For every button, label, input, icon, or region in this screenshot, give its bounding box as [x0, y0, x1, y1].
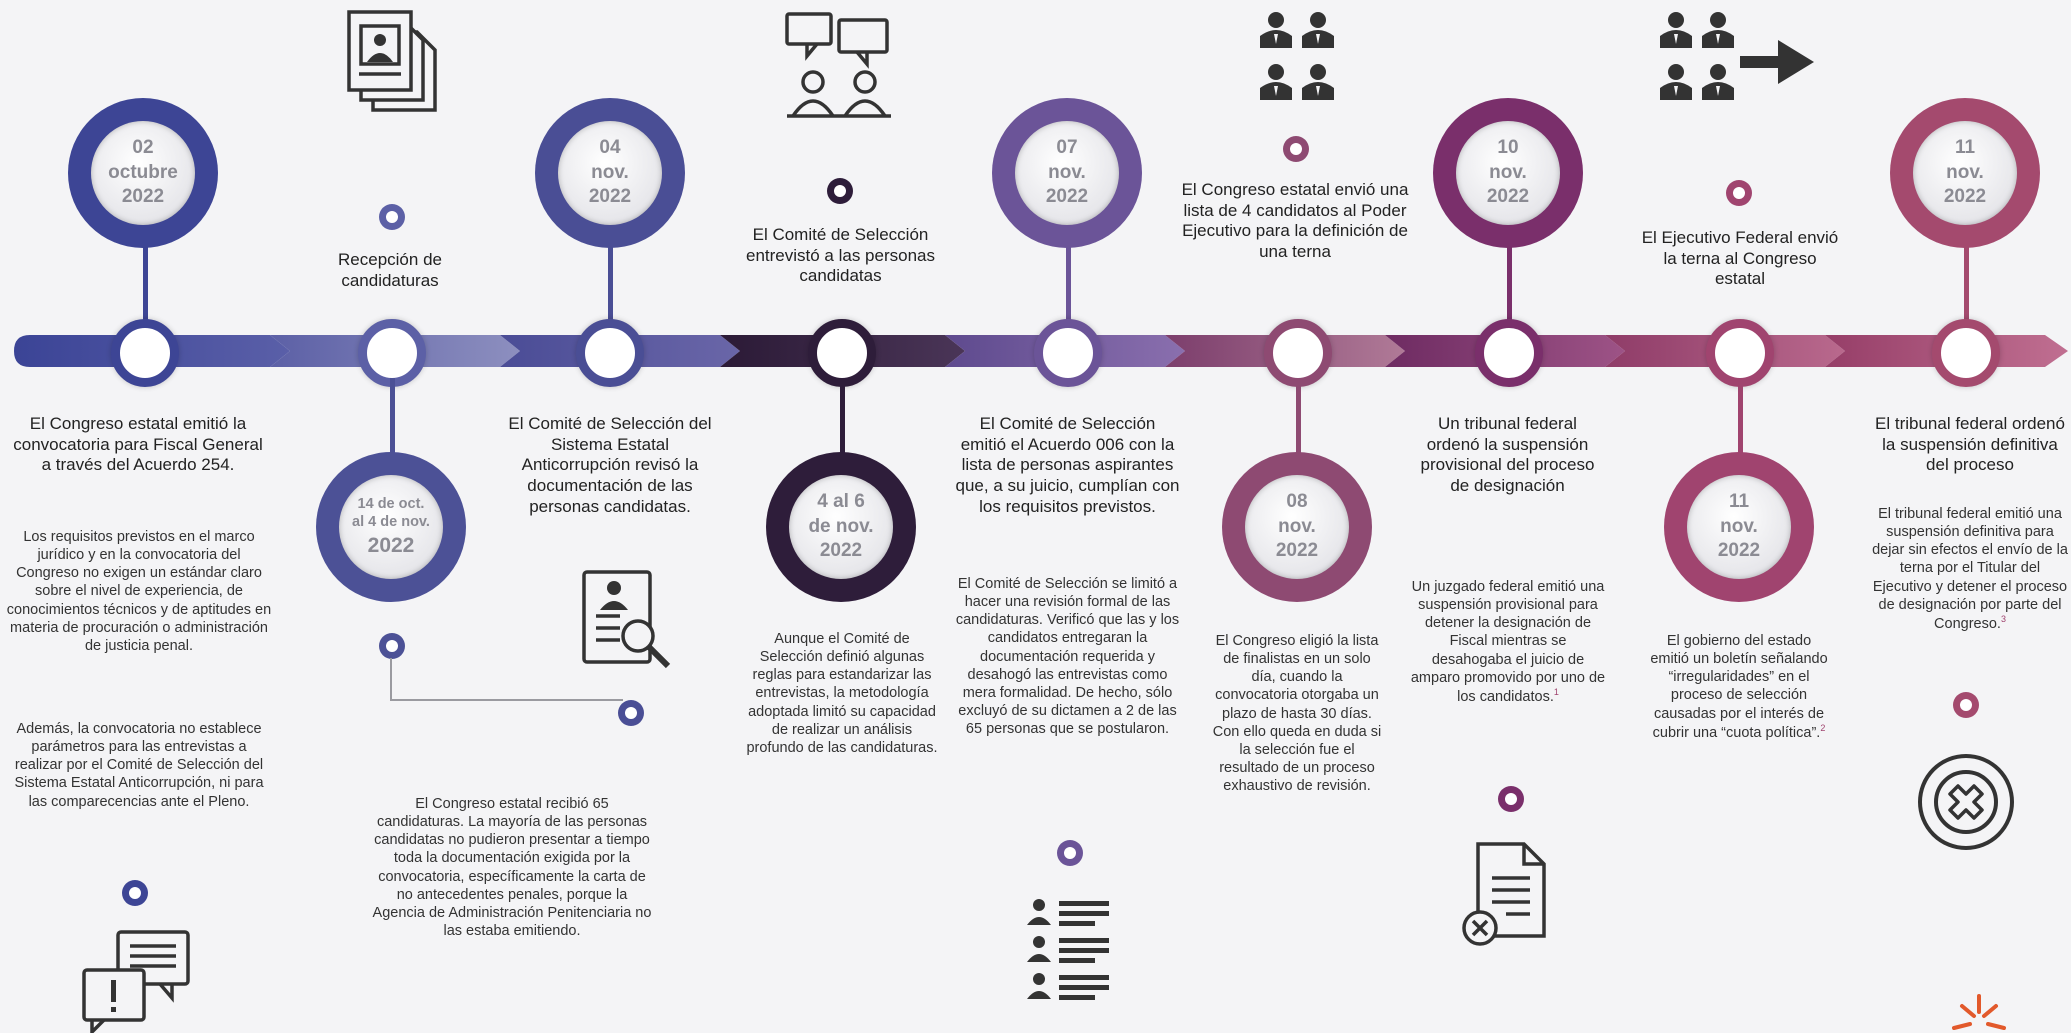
date-label: 14 de oct.al 4 de nov.2022 — [339, 475, 443, 579]
timeline-node — [358, 319, 426, 387]
event-detail: Los requisitos previstos en el marco jur… — [6, 529, 272, 654]
event-detail: El tribunal federal emitió una suspensió… — [1872, 506, 2068, 632]
event-marker-dot — [1057, 840, 1083, 866]
event-headline: El Comité de Selección del Sistema Estat… — [508, 414, 712, 516]
timeline-node — [111, 319, 179, 387]
connector-line — [1738, 378, 1743, 458]
connector-line — [1507, 245, 1512, 340]
event-marker-dot — [379, 633, 405, 659]
connector-bracket — [390, 658, 623, 701]
connector-line — [390, 378, 395, 458]
interview-icon — [785, 12, 891, 118]
timeline-node — [1706, 319, 1774, 387]
date-circle: 14 de oct.al 4 de nov.2022 — [316, 452, 466, 602]
event-detail: El Congreso estatal recibió 65 candidatu… — [372, 796, 652, 939]
timeline-node — [576, 319, 644, 387]
event-marker-dot — [379, 204, 405, 230]
event-headline: El Comité de Selección entrevistó a las … — [746, 225, 935, 286]
event-detail: Un juzgado federal emitió una suspensión… — [1410, 579, 1606, 705]
event-marker-dot — [1726, 180, 1752, 206]
people-arrow-icon — [1660, 12, 1814, 100]
event-detail: El gobierno del estado emitió un boletín… — [1650, 633, 1828, 741]
timeline-node — [808, 319, 876, 387]
event-detail: El Congreso eligió la lista de finalista… — [1212, 633, 1382, 794]
event-detail: El Comité de Selección se limitó a hacer… — [955, 576, 1180, 737]
cancel-circle-icon — [1918, 754, 2014, 850]
event-marker-dot — [1953, 692, 1979, 718]
timeline-node — [1034, 319, 1102, 387]
event-marker-dot — [1498, 786, 1524, 812]
connector-line — [143, 245, 148, 340]
footnote-ref: 1 — [1553, 686, 1559, 697]
connector-line — [1964, 245, 1969, 340]
connector-line — [608, 245, 613, 340]
event-headline: Un tribunal federal ordenó la suspensión… — [1420, 414, 1595, 496]
footnote-ref: 2 — [1820, 722, 1826, 733]
connector-line — [840, 378, 845, 458]
people-list-icon — [1027, 899, 1109, 1000]
alert-chat-icon — [82, 930, 190, 1033]
four-people-icon — [1260, 12, 1334, 100]
event-detail: Aunque el Comité de Selección definió al… — [746, 631, 938, 756]
event-headline: El Ejecutivo Federal envió la terna al C… — [1641, 228, 1839, 289]
timeline-node — [1475, 319, 1543, 387]
event-detail: Además, la convocatoria no establece par… — [14, 721, 264, 810]
timeline-node — [1264, 319, 1332, 387]
event-headline: El Comité de Selección emitió el Acuerdo… — [955, 414, 1180, 516]
resume-documents-icon — [347, 10, 437, 112]
event-headline: El tribunal federal ordenó la suspensión… — [1875, 414, 2065, 475]
event-headline: El Congreso estatal emitió la convocator… — [13, 414, 263, 475]
timeline-node — [1932, 319, 2000, 387]
event-marker-dot — [827, 178, 853, 204]
connector-line — [1066, 245, 1071, 340]
footnote-ref: 3 — [2000, 613, 2006, 624]
event-headline: Recepción de candidaturas — [338, 250, 442, 290]
event-headline: El Congreso estatal envió una lista de 4… — [1181, 180, 1409, 262]
connector-line — [1296, 378, 1301, 458]
document-cancel-icon — [1462, 842, 1546, 946]
document-review-icon — [582, 570, 671, 669]
brand-mark-icon — [1952, 994, 2006, 1030]
event-marker-dot — [122, 880, 148, 906]
event-marker-dot — [1283, 136, 1309, 162]
event-marker-dot — [618, 700, 644, 726]
